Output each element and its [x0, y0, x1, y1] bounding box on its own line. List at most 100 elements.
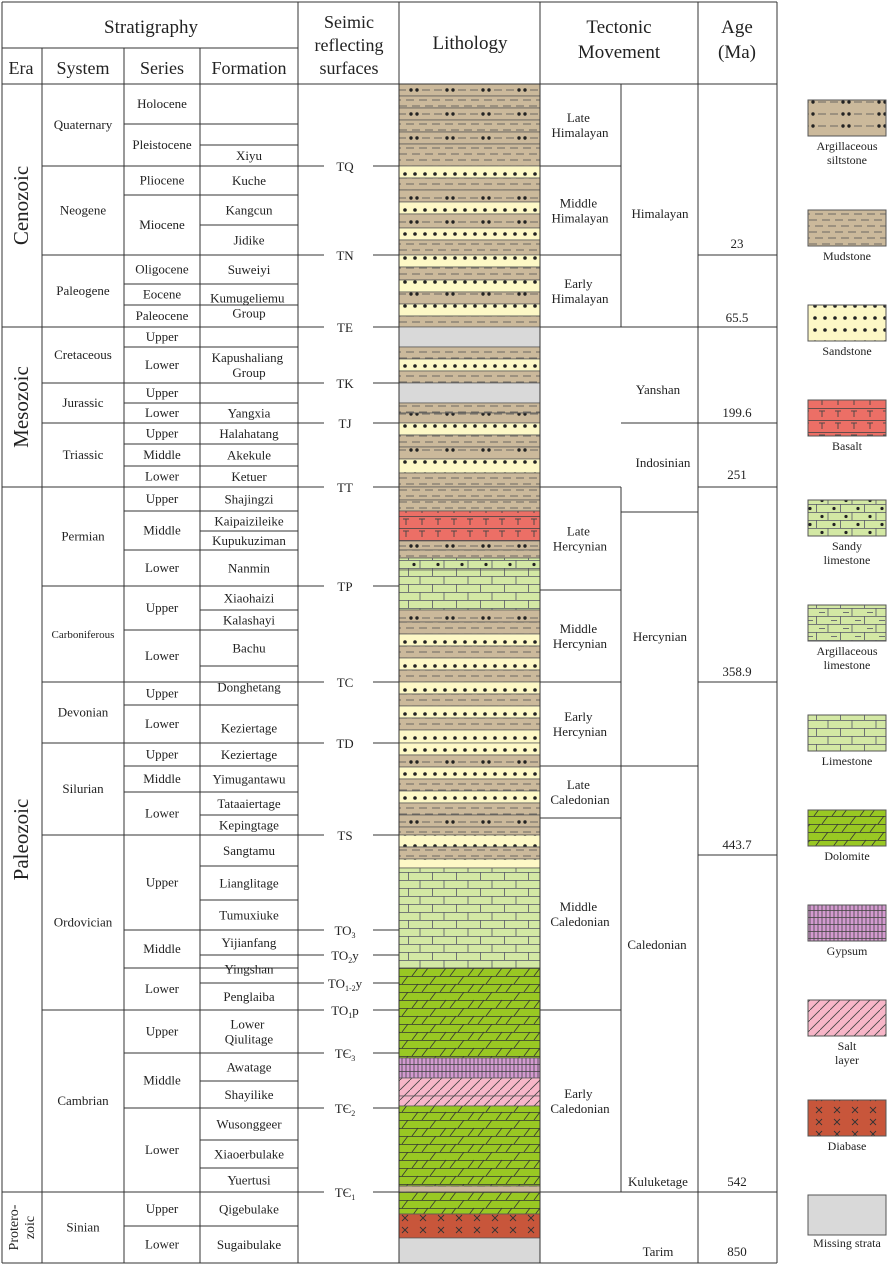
- age-label: 199.6: [722, 405, 752, 420]
- tectonic-sub-label: Early Caledonian: [550, 1086, 610, 1116]
- lithology-layer: [398, 510, 541, 542]
- seismic-surface-label: TЄ1: [335, 1185, 356, 1202]
- formation-label: Xiaohaizi: [224, 591, 275, 606]
- lithology-layer: [398, 499, 541, 512]
- lithology-layer: [398, 557, 541, 571]
- age-label: 23: [731, 236, 744, 251]
- lithology-layer: [398, 633, 541, 647]
- lithology-layer: [398, 814, 541, 828]
- lithology-layer: [398, 254, 541, 268]
- series-label: Lower: [145, 469, 180, 484]
- lithology-layer: [398, 1077, 541, 1097]
- system-label: Jurassic: [62, 395, 103, 410]
- legend-swatch: [807, 809, 887, 847]
- seismic-surface-label: TJ: [339, 416, 352, 431]
- system-label: Carboniferous: [52, 629, 115, 641]
- formation-label: Kapushaliang Group: [212, 350, 287, 380]
- series-label: Miocene: [139, 217, 185, 232]
- series-label: Upper: [146, 385, 179, 400]
- era-label: Cenozoic: [9, 166, 33, 245]
- legend-swatch: [807, 1194, 887, 1236]
- formation-label: Yangxia: [228, 406, 271, 421]
- formation-label: Bachu: [232, 641, 266, 656]
- lithology-layer: [398, 346, 541, 360]
- formation-label: Shayilike: [224, 1087, 273, 1102]
- seismic-surface-label: TS: [337, 828, 352, 843]
- series-label: Lower: [145, 648, 180, 663]
- series-header: Series: [140, 58, 184, 78]
- formation-label: Kangcun: [226, 203, 273, 218]
- system-label: Cambrian: [57, 1093, 109, 1108]
- system-label: Permian: [61, 529, 105, 544]
- legend-label: Limestone: [822, 754, 873, 768]
- tectonic-main-label: Yanshan: [636, 382, 681, 397]
- lithology-layer: [398, 131, 541, 145]
- seismic-header: reflecting: [315, 35, 384, 55]
- formation-label: Qigebulake: [219, 1202, 279, 1217]
- lithology-layer: [398, 778, 541, 792]
- seismic-surface-label: TЄ2: [335, 1101, 356, 1118]
- series-label: Middle: [143, 771, 181, 786]
- series-label: Lower: [145, 405, 180, 420]
- lithology-header: Lithology: [433, 33, 508, 54]
- lithology-layer: [398, 669, 541, 683]
- lithology-layer: [398, 1213, 541, 1239]
- formation-label: Xiyu: [236, 148, 263, 163]
- formation-label: Awatage: [226, 1060, 271, 1075]
- lithology-layer: [398, 1237, 541, 1264]
- series-label: Upper: [146, 875, 179, 890]
- lithology-layer: [398, 107, 541, 121]
- formation-label: Kalashayi: [223, 613, 275, 628]
- lithology-layer: [398, 1191, 541, 1215]
- formation-label: Xiaoerbulake: [214, 1147, 284, 1162]
- legend-label: Missing strata: [813, 1236, 881, 1250]
- legend-label: Diabase: [828, 1139, 867, 1153]
- lithology-layer: [398, 645, 541, 659]
- age-label: 65.5: [726, 310, 749, 325]
- age-label: 251: [727, 467, 747, 482]
- series-label: Pleistocene: [132, 137, 191, 152]
- seismic-surface-label: TЄ3: [335, 1046, 356, 1063]
- lithology-layer: [398, 143, 541, 167]
- system-label: Quaternary: [54, 117, 113, 132]
- lithology-layer: [398, 1185, 541, 1193]
- tectonic-main-label: Himalayan: [631, 206, 689, 221]
- lithology-layer: [398, 657, 541, 671]
- lithology-layer: [398, 213, 541, 229]
- system-label: Silurian: [62, 781, 104, 796]
- formation-label: Kumugeliemu Group: [210, 291, 288, 321]
- lithology-layer: [398, 1057, 541, 1079]
- age-label: 443.7: [722, 837, 752, 852]
- lithology-layer: [398, 119, 541, 133]
- lithology-layer: [398, 177, 541, 191]
- lithology-layer: [398, 472, 541, 488]
- series-label: Upper: [146, 600, 179, 615]
- age-label: 358.9: [722, 664, 751, 679]
- formation-label: Keziertage: [221, 747, 278, 762]
- lithology-layer: [398, 422, 541, 436]
- tectonic-sub-label: Middle Himalayan: [551, 196, 609, 226]
- tectonic-sub-label: Late Caledonian: [550, 777, 610, 807]
- legend-label: Sandstone: [822, 344, 871, 358]
- lithology-layer: [398, 239, 541, 256]
- lithology-layer: [398, 1095, 541, 1107]
- tectonic-main-label: Kuluketage: [628, 1174, 688, 1189]
- seismic-surface-label: TT: [337, 480, 353, 495]
- tectonic-main-label: Hercynian: [633, 629, 688, 644]
- formation-label: Shajingzi: [224, 492, 273, 507]
- lithology-layer: [398, 83, 541, 97]
- lithology-layer: [398, 540, 541, 551]
- formation-label: Wusonggeer: [216, 1117, 282, 1132]
- lithology-layer: [398, 1105, 541, 1187]
- tectonic-header: Tectonic: [586, 17, 651, 38]
- lithology-layer: [398, 705, 541, 719]
- formation-label: Penglaiba: [223, 989, 274, 1004]
- lithology-layer: [398, 609, 541, 623]
- system-label: Paleogene: [56, 283, 110, 298]
- seismic-surface-label: TC: [337, 675, 354, 690]
- era-label: Protero-zoic: [7, 1204, 38, 1250]
- series-label: Eocene: [143, 287, 181, 302]
- lithology-layer: [398, 95, 541, 109]
